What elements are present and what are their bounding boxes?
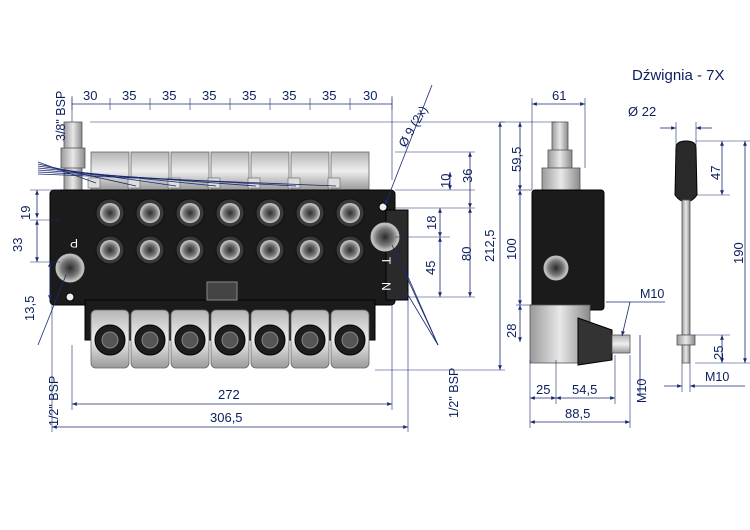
spool-end-center [101, 331, 119, 349]
spool-end-center [141, 331, 159, 349]
work-port-bore [340, 240, 360, 260]
spool-end-center [301, 331, 319, 349]
lever-view: Ø 22 47 190 25 M10 [628, 104, 750, 392]
lever-nut [676, 334, 696, 346]
work-port-bore [220, 240, 240, 260]
mark-p: P [70, 236, 78, 250]
dim-25-side: 25 [536, 382, 550, 397]
dim-45: 45 [423, 261, 438, 275]
section-width-dims: 30 35 35 35 35 35 35 30 [71, 88, 393, 110]
section-width-label: 35 [242, 88, 256, 103]
dim-54-5: 54,5 [572, 382, 597, 397]
side-port [543, 255, 569, 281]
dim-47: 47 [708, 166, 723, 180]
lever-thread-label: M10 [705, 370, 729, 384]
title: Dźwignia - 7X [632, 67, 725, 84]
top-port-nut [60, 147, 86, 169]
pressure-port [55, 253, 85, 283]
cap-screw [87, 177, 101, 189]
dim-306-5: 306,5 [210, 410, 243, 425]
side-body [531, 189, 605, 311]
dim-272: 272 [218, 387, 240, 402]
tank-port [370, 222, 400, 252]
dim-19: 19 [18, 206, 33, 220]
section-width-label: 35 [202, 88, 216, 103]
side-view: 61 59,5 100 28 25 54,5 88,5 M10 M10 [500, 88, 665, 428]
section-width-label: 35 [322, 88, 336, 103]
side-thread-label-top: M10 [640, 287, 664, 301]
spool-end-center [261, 331, 279, 349]
lever-grip-dia: Ø 22 [628, 104, 656, 119]
hole-dia-label: Ø 9 (2x) [396, 103, 431, 149]
top-port-leaders [37, 161, 337, 187]
cap-screw [327, 177, 341, 189]
side-cap [541, 167, 581, 191]
mark-n: N [379, 282, 393, 291]
dim-212-5: 212,5 [482, 229, 497, 262]
mark-t: T [379, 257, 393, 265]
section-width-label: 35 [122, 88, 136, 103]
dim-80: 80 [459, 247, 474, 261]
dim-88-5: 88,5 [565, 406, 590, 421]
mount-hole-left [65, 292, 75, 302]
dim-33: 33 [10, 238, 25, 252]
work-port-bore [300, 203, 320, 223]
side-lever-stub [611, 334, 631, 354]
spool-end-center [181, 331, 199, 349]
work-port-bore [140, 203, 160, 223]
bottom-left-port-label: 1/2" BSP [47, 376, 61, 426]
dim-59-5: 59,5 [509, 147, 524, 172]
section-width-label: 30 [363, 88, 377, 103]
side-top-nut [547, 149, 573, 169]
work-port-bore [300, 240, 320, 260]
spool-caps-bottom [90, 309, 370, 369]
lever-thread [681, 344, 691, 364]
dim-61: 61 [552, 88, 566, 103]
bottom-right-port-label: 1/2" BSP [447, 368, 461, 418]
dim-100: 100 [504, 238, 519, 260]
work-port-bore [100, 240, 120, 260]
work-port-bore [180, 203, 200, 223]
lever-grip [674, 140, 698, 203]
spool-end-center [221, 331, 239, 349]
dim-190: 190 [731, 242, 746, 264]
mount-hole-right [378, 202, 388, 212]
label-plate [206, 281, 238, 301]
dim-25-lever: 25 [711, 346, 726, 360]
section-width-label: 35 [162, 88, 176, 103]
dim-36: 36 [460, 169, 475, 183]
work-port-bore [220, 203, 240, 223]
right-dims: 10 36 18 45 80 212,5 [90, 121, 505, 371]
side-lever-bracket [577, 317, 613, 366]
section-width-label: 35 [282, 88, 296, 103]
top-port-label: 3/8" BSP [54, 91, 68, 141]
dim-28: 28 [504, 324, 519, 338]
work-port-bore [260, 203, 280, 223]
work-port-bore [180, 240, 200, 260]
cap-screw [287, 177, 301, 189]
front-view: P T N 30 35 35 35 35 35 35 30 19 33 13,5 3/8" B… [10, 84, 505, 432]
port-rows [95, 198, 365, 265]
dim-10: 10 [438, 174, 453, 188]
dim-13-5: 13,5 [22, 296, 37, 321]
work-port-bore [260, 240, 280, 260]
dim-18: 18 [424, 216, 439, 230]
spool-end-center [341, 331, 359, 349]
side-thread-label-side: M10 [635, 379, 649, 403]
work-port-bore [100, 203, 120, 223]
section-width-label: 30 [83, 88, 97, 103]
work-port-bore [340, 203, 360, 223]
lever-rod [681, 199, 691, 336]
cap-screw [167, 177, 181, 189]
work-port-bore [140, 240, 160, 260]
